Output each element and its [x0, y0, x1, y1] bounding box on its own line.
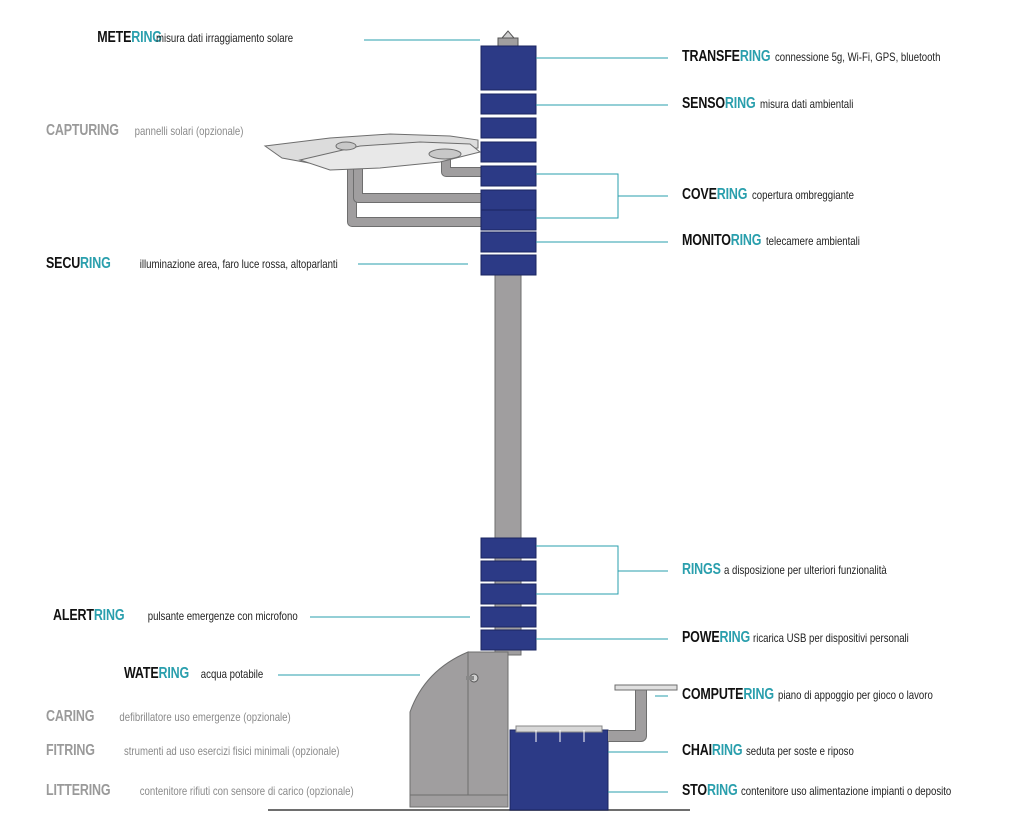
- ring-module-upper-5: [480, 189, 537, 211]
- ring-module-upper-6: [480, 209, 537, 231]
- ring-module-upper-3: [480, 141, 537, 163]
- ring-module-upper-4: [480, 165, 537, 187]
- storage-seat: [509, 725, 609, 811]
- solar-panels: [263, 133, 482, 227]
- table-arm: [608, 684, 678, 742]
- ring-module-lower-2: [480, 560, 537, 582]
- ring-module-lower-3: [480, 583, 537, 605]
- ring-module-lower-4: [480, 606, 537, 628]
- leader-lines: [278, 39, 668, 793]
- ring-module-lower-1: [480, 537, 537, 559]
- upper-ring-stack: [480, 45, 537, 276]
- ring-module-upper-1: [480, 93, 537, 115]
- ring-transfering: [480, 45, 537, 91]
- ring-module-upper-2: [480, 117, 537, 139]
- ring-module-upper-8: [480, 254, 537, 276]
- label-metering: METERING misura dati irraggiamento solar…: [96, 29, 293, 46]
- lower-ring-stack: [480, 537, 537, 651]
- ring-module-upper-7: [480, 231, 537, 253]
- ring-module-lower-5: [480, 629, 537, 651]
- metering-sensor: [497, 30, 519, 47]
- water-fountain: [409, 651, 509, 808]
